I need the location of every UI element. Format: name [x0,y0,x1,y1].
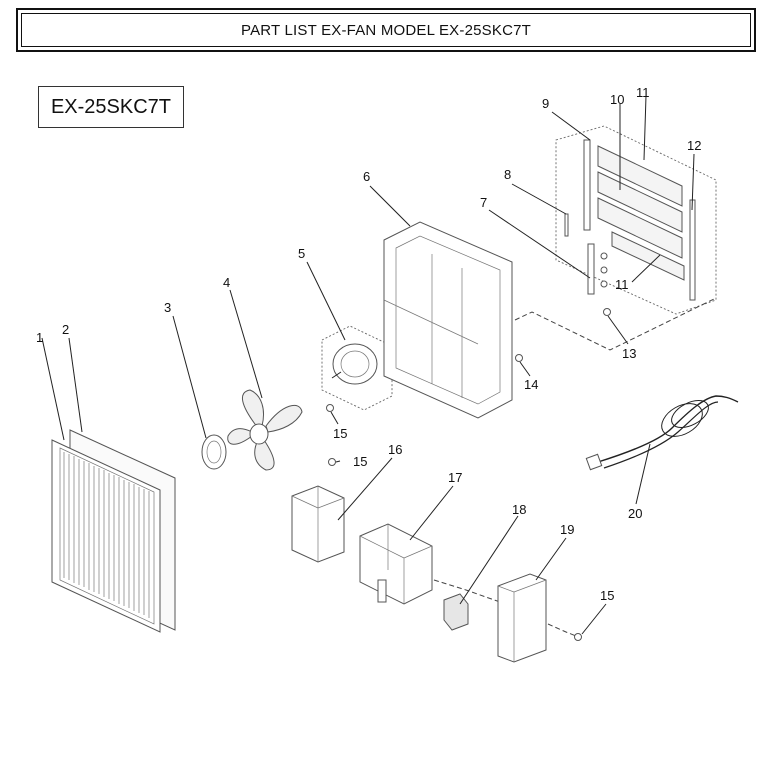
control-plate [497,573,547,663]
screws [326,404,582,641]
callout-15a: 15 [333,426,347,441]
fan-blade [227,389,303,471]
callout-15c: 15 [600,588,614,603]
switch-module [443,593,469,631]
callout-7: 7 [480,195,487,210]
callout-3: 3 [164,300,171,315]
callout-11a: 11 [636,85,650,100]
shutter-assembly [515,125,717,362]
callout-10: 10 [610,92,624,107]
callout-9: 9 [542,96,549,111]
callout-14: 14 [524,377,538,392]
switch-box [359,523,433,605]
callout-20: 20 [628,506,642,521]
power-cord [585,395,739,471]
callout-11b: 11 [615,277,629,292]
callout-8: 8 [504,167,511,182]
callout-12: 12 [687,138,701,153]
motor [321,325,393,411]
page-title: PART LIST EX-FAN MODEL EX-25SKC7T [21,13,751,47]
callout-2: 2 [62,322,69,337]
callout-5: 5 [298,246,305,261]
callout-13: 13 [622,346,636,361]
callout-16: 16 [388,442,402,457]
bell-mouth-ring [201,434,227,470]
callout-4: 4 [223,275,230,290]
leader-lines [41,95,695,635]
callout-6: 6 [363,169,370,184]
callout-labels: 1 2 3 4 5 6 7 8 9 10 11 11 12 13 14 15 1… [36,85,701,603]
callout-17: 17 [448,470,462,485]
casing-frame [383,221,513,419]
front-grille-panel [51,429,176,633]
callout-19: 19 [560,522,574,537]
model-label: EX-25SKC7T [38,86,184,128]
callout-1: 1 [36,330,43,345]
capacitor [291,485,345,563]
callout-18: 18 [512,502,526,517]
title-frame: PART LIST EX-FAN MODEL EX-25SKC7T [16,8,756,52]
callout-15b: 15 [353,454,367,469]
